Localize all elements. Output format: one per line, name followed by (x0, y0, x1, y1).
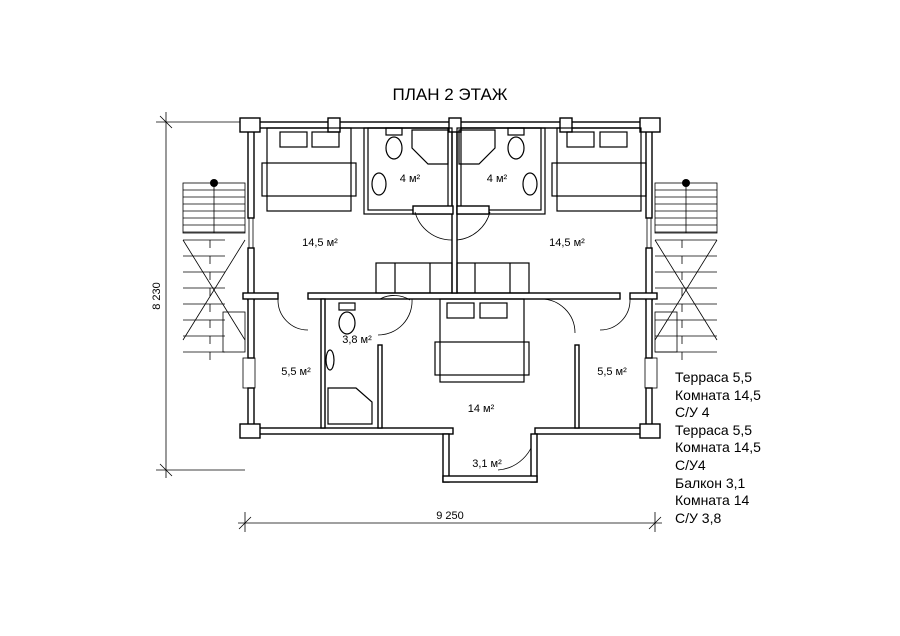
legend-item: С/У4 (675, 456, 706, 473)
balcony-railing (442, 433, 538, 483)
stairs (182, 179, 718, 360)
room-area-label-lower-bathroom: 3,8 м² (342, 334, 372, 346)
legend-item: С/У 3,8 (675, 509, 722, 526)
legend-item: Комната 14,5 (675, 439, 761, 456)
room-area-label-right-bathroom: 4 м² (487, 173, 508, 185)
room-area-label-left-bathroom: 4 м² (400, 173, 421, 185)
legend-item: Комната 14,5 (675, 386, 761, 403)
bathroom-partitions (363, 127, 546, 215)
legend-item: Терраса 5,5 (675, 369, 753, 385)
sofa-icon (375, 262, 530, 294)
shower-icon (327, 129, 496, 425)
width-dimension: 9 250 (238, 510, 662, 532)
toilet-icon (338, 127, 525, 335)
legend-item: С/У 4 (675, 404, 710, 421)
legend-item: Балкон 3,1 (675, 474, 746, 491)
door-icon (277, 211, 631, 471)
legend-item: Терраса 5,5 (675, 421, 753, 438)
room-area-label-left-bedroom: 14,5 м² (302, 237, 338, 249)
room-area-label-right-bedroom: 14,5 м² (549, 237, 585, 249)
width-dimension-label: 9 250 (436, 510, 464, 522)
legend-item: Комната 14 (675, 492, 750, 509)
walls (239, 117, 661, 439)
room-area-label-right-terrace: 5,5 м² (597, 366, 627, 378)
sink-icon (325, 172, 538, 371)
windows (242, 217, 658, 389)
height-dimension: 8 230 (151, 112, 245, 478)
plan-title: ПЛАН 2 ЭТАЖ (393, 85, 508, 104)
room-area-label-balcony: 3,1 м² (472, 458, 502, 470)
room-area-label-lower-bedroom: 14 м² (468, 403, 495, 415)
room-area-label-left-terrace: 5,5 м² (281, 366, 311, 378)
bed-icon (261, 127, 647, 383)
height-dimension-label: 8 230 (151, 282, 163, 310)
